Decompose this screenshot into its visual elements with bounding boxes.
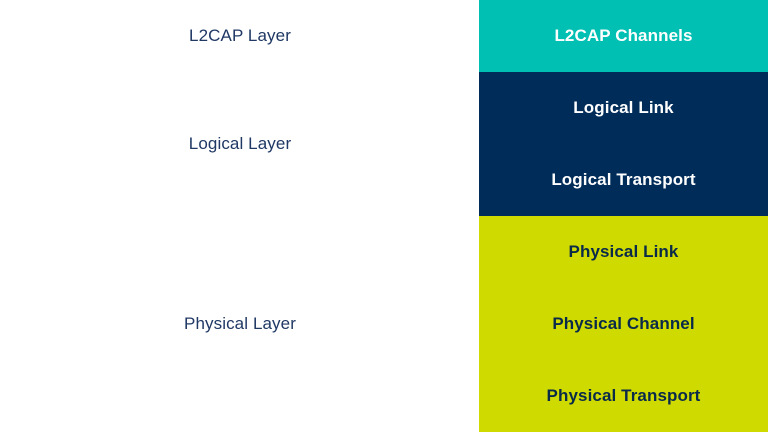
- l2cap-channels-text: L2CAP Channels: [554, 26, 693, 45]
- logical-link-item: Logical Link: [479, 72, 768, 144]
- physical-transport-item: Physical Transport: [479, 360, 768, 432]
- physical-band: Physical Link Physical Channel Physical …: [479, 216, 768, 432]
- l2cap-layer-label-text: L2CAP Layer: [189, 26, 291, 45]
- logical-transport-text: Logical Transport: [551, 170, 696, 189]
- logical-link-text: Logical Link: [573, 98, 674, 117]
- l2cap-channels-item: L2CAP Channels: [479, 0, 768, 72]
- logical-transport-item: Logical Transport: [479, 144, 768, 216]
- logical-layer-label-text: Logical Layer: [188, 134, 292, 153]
- physical-layer-label-text: Physical Layer: [184, 314, 296, 333]
- logical-layer-label: Logical Layer: [0, 72, 480, 216]
- physical-transport-text: Physical Transport: [546, 386, 701, 405]
- physical-channel-item: Physical Channel: [479, 288, 768, 360]
- physical-layer-label: Physical Layer: [0, 216, 480, 432]
- physical-link-item: Physical Link: [479, 216, 768, 288]
- l2cap-layer-label: L2CAP Layer: [0, 0, 480, 72]
- physical-link-text: Physical Link: [568, 242, 679, 261]
- logical-band: Logical Link Logical Transport: [479, 72, 768, 216]
- physical-channel-text: Physical Channel: [552, 314, 695, 333]
- l2cap-band: L2CAP Channels: [479, 0, 768, 72]
